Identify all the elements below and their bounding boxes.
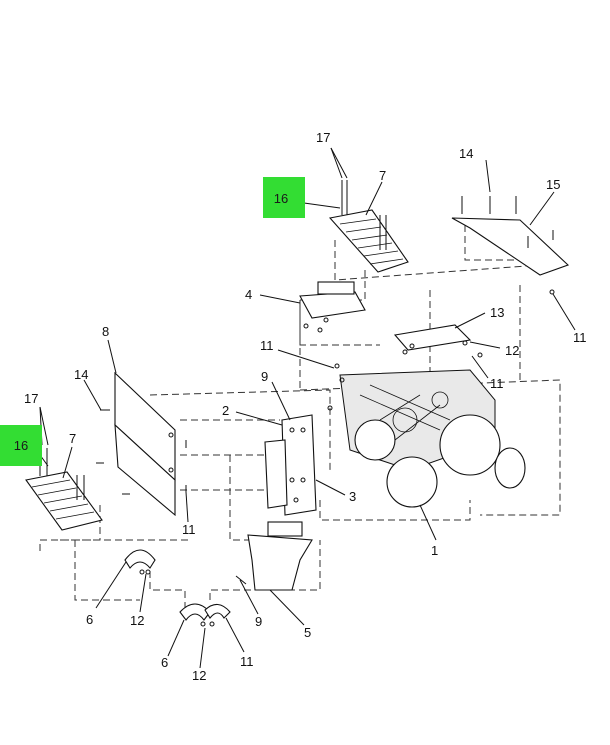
leader-lines — [39, 147, 576, 669]
mounting-plate — [264, 414, 317, 516]
bracket-4 — [299, 281, 366, 333]
bracket-5 — [247, 521, 313, 591]
clamp-lower — [179, 603, 231, 627]
bracket-13 — [393, 324, 472, 355]
callout-4: 4 — [245, 287, 252, 302]
upper-right-bracket — [451, 196, 570, 276]
callout-14-lower: 14 — [74, 367, 88, 382]
callout-11-panel: 11 — [182, 522, 196, 537]
callout-13: 13 — [490, 305, 504, 320]
callout-11-right: 11 — [573, 330, 587, 345]
callout-8: 8 — [102, 324, 109, 339]
callout-3: 3 — [349, 489, 356, 504]
callout-16-upper: 16 — [274, 191, 288, 206]
callout-1: 1 — [431, 543, 438, 558]
compressor-assembly — [339, 369, 526, 508]
callout-6-upper: 6 — [86, 612, 93, 627]
callout-12-right: 12 — [505, 343, 519, 358]
callout-7-upper: 7 — [379, 168, 386, 183]
callout-7-lower: 7 — [69, 431, 76, 446]
callout-17-lower: 17 — [24, 391, 38, 406]
callout-11-center-right: 11 — [490, 376, 504, 391]
loose-fasteners — [96, 289, 555, 585]
upper-step-tread — [328, 180, 409, 273]
callout-11-upper-left: 11 — [260, 338, 274, 353]
callout-5: 5 — [304, 625, 311, 640]
callout-12-lower: 12 — [192, 668, 206, 683]
callout-6-lower: 6 — [161, 655, 168, 670]
callout-9-upper: 9 — [261, 369, 268, 384]
clamp-upper — [124, 549, 156, 575]
callout-17-upper: 17 — [316, 130, 330, 145]
callout-labels: 17 7 14 15 4 13 12 11 11 11 9 2 3 1 8 14… — [24, 130, 587, 683]
callout-16-lower: 16 — [14, 438, 28, 453]
callout-2: 2 — [222, 403, 229, 418]
callout-15: 15 — [546, 177, 560, 192]
panel-8 — [114, 371, 187, 517]
callout-11-lower: 11 — [240, 654, 254, 669]
highlight-box-16-lower[interactable] — [0, 425, 42, 466]
callout-9-lower: 9 — [255, 614, 262, 629]
callout-12-left: 12 — [130, 613, 144, 628]
highlight-box-16-upper[interactable] — [263, 177, 305, 218]
callout-14-upper: 14 — [459, 146, 473, 161]
assembly-guide-lines — [39, 225, 561, 610]
